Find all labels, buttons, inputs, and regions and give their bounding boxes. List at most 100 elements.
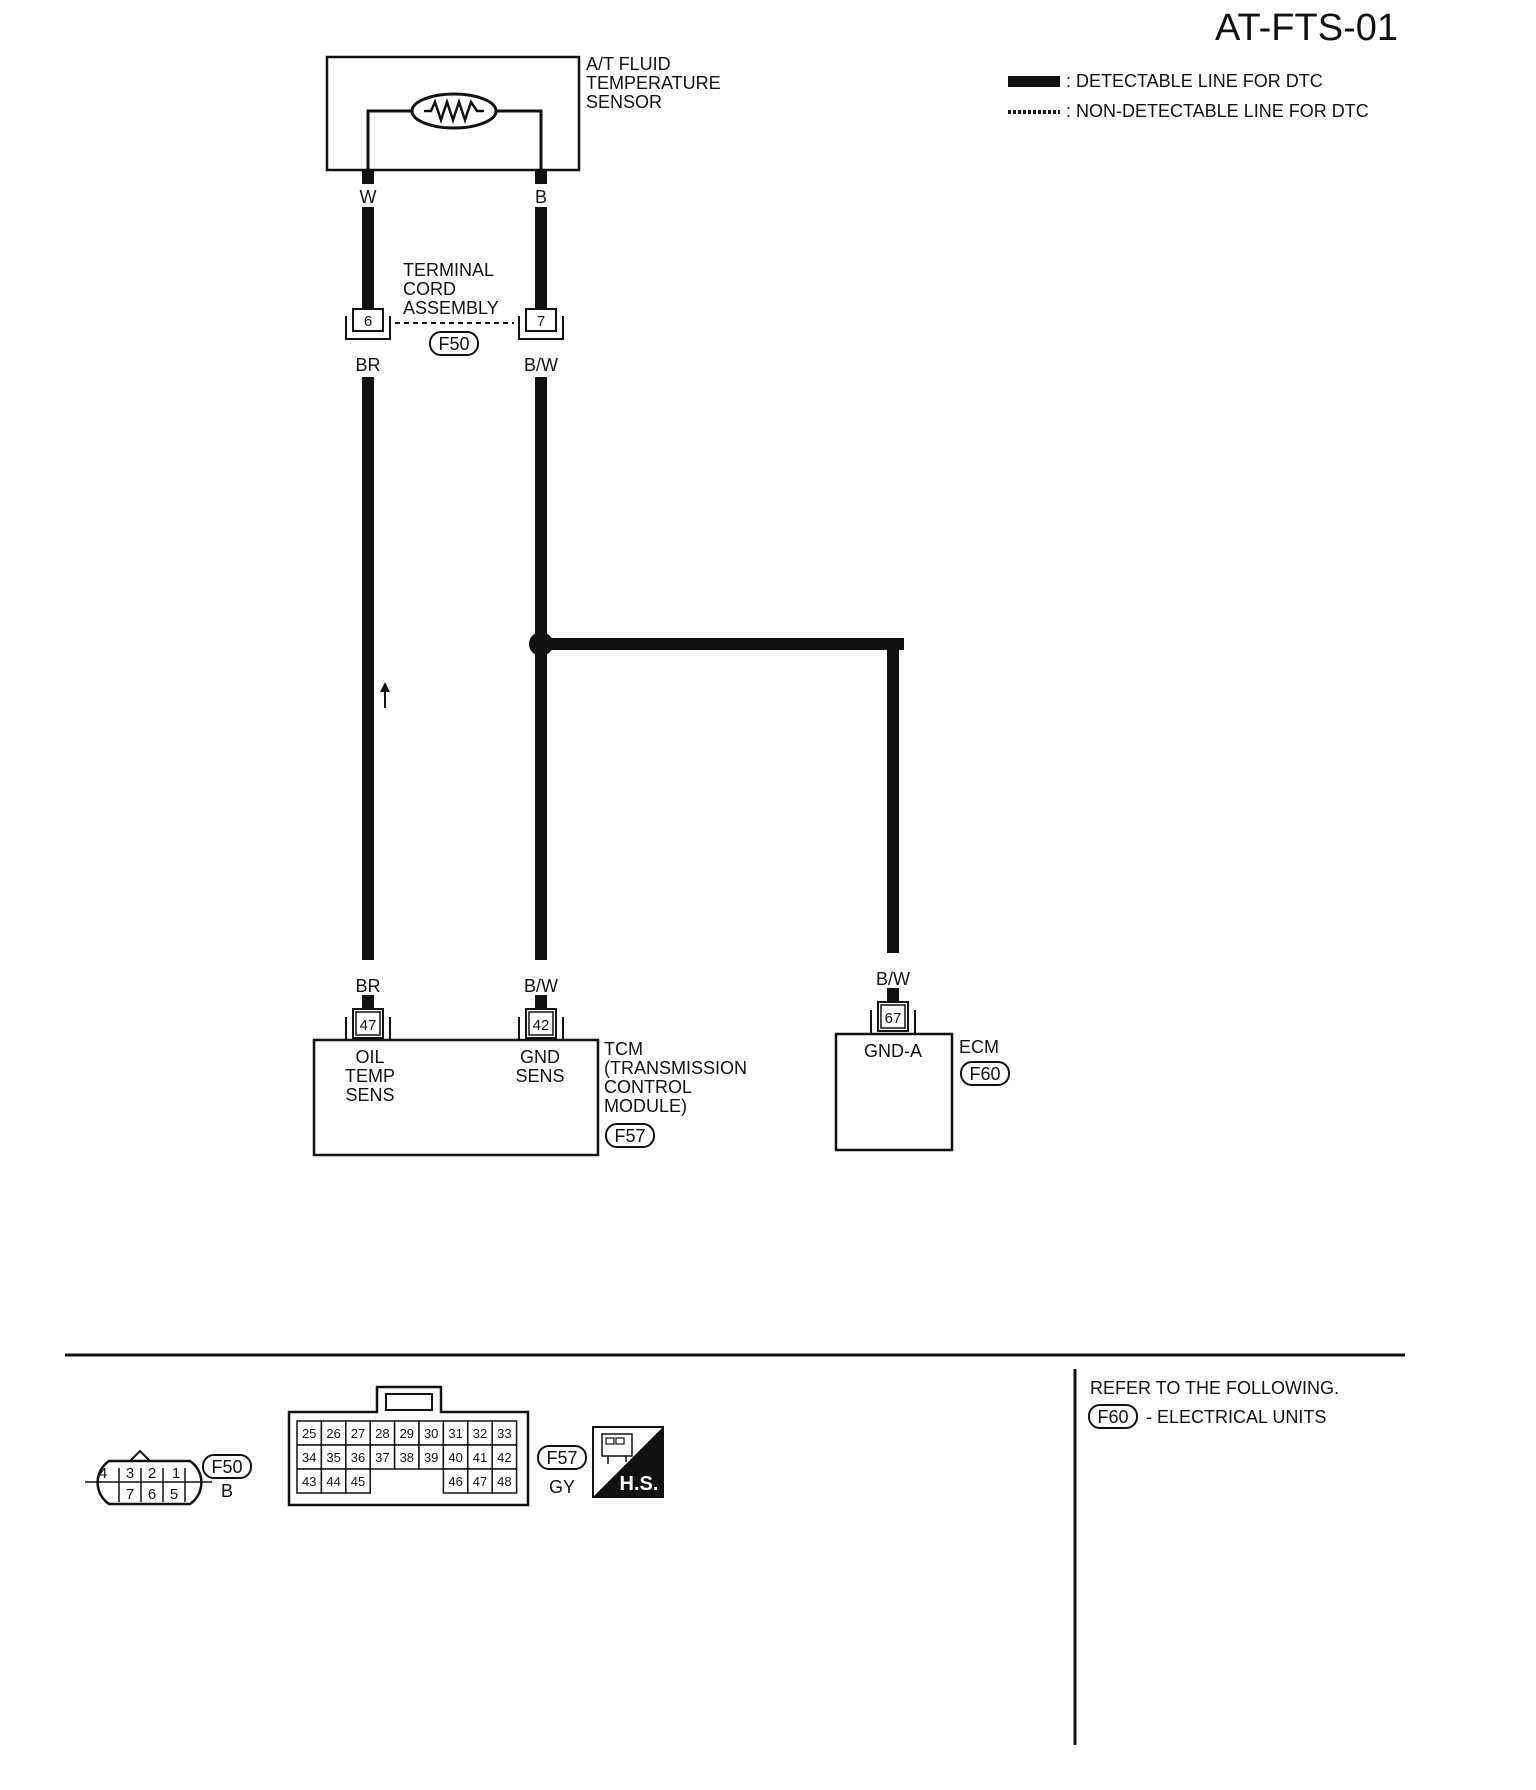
- f57-color: GY: [549, 1477, 575, 1497]
- refer-section: REFER TO THE FOLLOWING. F60 - ELECTRICAL…: [1088, 1378, 1339, 1429]
- f57-cavity-33: 33: [497, 1426, 511, 1441]
- f50-cavity-4: 4: [99, 1465, 107, 1482]
- f50-cavity-3: 3: [126, 1465, 134, 1482]
- pin-name-gnd: GND: [520, 1047, 560, 1067]
- f57-cavity-39: 39: [424, 1450, 438, 1465]
- pin-67: 67: [885, 1010, 902, 1027]
- wire-bw-ecm: [887, 638, 899, 953]
- f57-cavity-44: 44: [326, 1474, 340, 1489]
- pin-name-oil: OIL: [355, 1047, 384, 1067]
- hs-label: H.S.: [620, 1473, 659, 1495]
- f57-cavity-27: 27: [351, 1426, 365, 1441]
- wire-w: [362, 207, 374, 309]
- legend: : DETECTABLE LINE FOR DTC : NON-DETECTAB…: [1008, 71, 1369, 121]
- ecm-name: ECM: [959, 1037, 999, 1057]
- f57-cavity-37: 37: [375, 1450, 389, 1465]
- sensor-name-line2: TEMPERATURE: [586, 73, 721, 93]
- tcm-name-line1: TCM: [604, 1039, 643, 1059]
- wire-stub-bw-tcm: [535, 995, 547, 1009]
- wire-label-br-upper: BR: [355, 355, 380, 375]
- tcm-name-line4: MODULE): [604, 1096, 687, 1116]
- f57-cavity-38: 38: [400, 1450, 414, 1465]
- f57-cavity-box: [491, 1468, 518, 1494]
- f57-cavity-box: [296, 1444, 323, 1470]
- f57-cavity-box: [467, 1468, 493, 1494]
- f50-color: B: [221, 1481, 233, 1501]
- ecm-connector-id: F60: [969, 1064, 1000, 1084]
- wire-label-b: B: [535, 187, 547, 207]
- legend-non-detectable-label: : NON-DETECTABLE LINE FOR DTC: [1066, 101, 1369, 121]
- legend-detectable-label: : DETECTABLE LINE FOR DTC: [1066, 71, 1323, 91]
- harness-connector-icon: [601, 1433, 633, 1464]
- f57-cavity-26: 26: [326, 1426, 340, 1441]
- f50-cavity-7: 7: [126, 1486, 134, 1503]
- f57-cavity-32: 32: [473, 1426, 487, 1441]
- ecm-module: 67 GND-A ECM F60: [834, 1001, 1010, 1152]
- f57-cavity-28: 28: [375, 1426, 389, 1441]
- f57-cavity-40: 40: [448, 1450, 462, 1465]
- tcm-name-line2: (TRANSMISSION: [604, 1058, 747, 1078]
- terminal-cord-line3: ASSEMBLY: [403, 298, 499, 318]
- harness-side-badge: H.S.: [592, 1426, 664, 1498]
- tcm-connector-id: F57: [614, 1126, 645, 1146]
- connector-f50-face: 4 3 2 1 7 6 5 F50 B: [85, 1449, 252, 1506]
- f57-cavity-30: 30: [424, 1426, 438, 1441]
- wire-b: [535, 207, 547, 309]
- refer-line1: REFER TO THE FOLLOWING.: [1090, 1378, 1339, 1398]
- diagram-title: AT-FTS-01: [1215, 7, 1398, 49]
- wire-label-bw-lower: B/W: [524, 976, 558, 996]
- splice-point: [529, 632, 553, 656]
- pin-6: 6: [364, 313, 372, 330]
- f57-cavity-box: [345, 1468, 371, 1494]
- wire-label-br-lower: BR: [355, 976, 380, 996]
- wire-stub-bw-ecm: [887, 988, 899, 1002]
- f57-cavity-45: 45: [351, 1474, 365, 1489]
- f57-cavity-box: [418, 1444, 445, 1470]
- f57-cavity-box: [369, 1444, 396, 1470]
- f57-cavity-41: 41: [473, 1450, 487, 1465]
- wiring: [362, 170, 904, 1009]
- pin-47: 47: [360, 1017, 377, 1034]
- detectable-line-swatch: [1008, 76, 1060, 87]
- pin-42: 42: [533, 1017, 550, 1034]
- f57-cavity-29: 29: [400, 1426, 414, 1441]
- tcm-name-line3: CONTROL: [604, 1077, 692, 1097]
- f57-cavity-34: 34: [302, 1450, 316, 1465]
- sensor-name-line3: SENSOR: [586, 92, 662, 112]
- wire-stub-b: [535, 170, 547, 184]
- wire-br: [362, 377, 374, 960]
- f57-cavity-25: 25: [302, 1426, 316, 1441]
- f50-cavity-1: 1: [172, 1465, 180, 1482]
- wire-bw: [535, 377, 547, 960]
- f57-cavity-box: [418, 1420, 445, 1446]
- pin-name-temp: TEMP: [345, 1066, 395, 1086]
- f57-cavity-31: 31: [448, 1426, 462, 1441]
- wire-stub-w: [362, 170, 374, 184]
- pin-7: 7: [537, 313, 545, 330]
- f57-cavity-42: 42: [497, 1450, 511, 1465]
- f57-cavity-35: 35: [326, 1450, 340, 1465]
- f57-cavity-box: [442, 1468, 469, 1494]
- wire-label-w: W: [360, 187, 377, 207]
- f50-cavity-5: 5: [170, 1486, 178, 1503]
- refer-connector-id: F60: [1097, 1407, 1128, 1427]
- f57-cavity-43: 43: [302, 1474, 316, 1489]
- f57-cavity-box: [442, 1420, 469, 1446]
- terminal-cord-connector-id: F50: [438, 334, 469, 354]
- terminal-cord-line2: CORD: [403, 279, 456, 299]
- f57-cavity-47: 47: [473, 1474, 487, 1489]
- f50-cavity-2: 2: [148, 1465, 156, 1482]
- pin-name-sens: SENS: [345, 1085, 394, 1105]
- pin-name-gnd-sens: SENS: [515, 1066, 564, 1086]
- wire-label-bw-upper: B/W: [524, 355, 558, 375]
- tcm-module: 47 42 OIL TEMP SENS GND SENS TCM (TRANSM…: [312, 1008, 747, 1157]
- fluid-temperature-sensor: A/T FLUID TEMPERATURE SENSOR: [325, 54, 721, 172]
- terminal-cord-assembly: 6 7 TERMINAL CORD ASSEMBLY F50: [345, 260, 564, 356]
- pin-name-gnd-a: GND-A: [864, 1041, 922, 1061]
- wire-stub-br-tcm: [362, 995, 374, 1009]
- wire-bw-branch: [547, 638, 904, 650]
